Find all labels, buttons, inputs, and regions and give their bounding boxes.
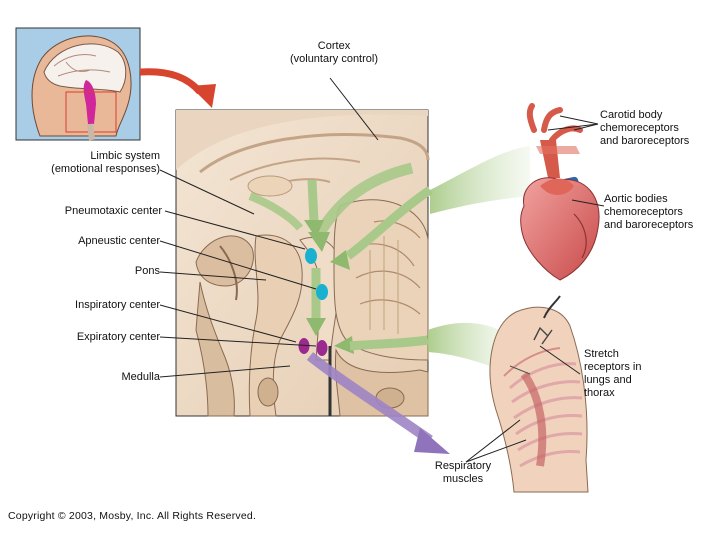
heart-illustration xyxy=(520,103,600,281)
respiratory-muscles-label: Respiratory muscles xyxy=(434,460,492,485)
expiratory-center-marker xyxy=(316,340,328,356)
expiratory-center-label: Expiratory center xyxy=(76,331,160,343)
locator-arrowhead xyxy=(190,84,216,108)
limbic-system-label: Limbic system (emotional responses) xyxy=(51,150,160,175)
medulla-label: Medulla xyxy=(121,371,160,383)
copyright-notice: Copyright © 2003, Mosby, Inc. All Rights… xyxy=(8,510,257,522)
pneumotaxic-center-marker xyxy=(305,248,317,264)
inspiratory-center-marker xyxy=(298,338,310,354)
aortic-bodies-label: Aortic bodies chemoreceptors and barorec… xyxy=(604,193,694,231)
thorax-illustration xyxy=(489,295,589,493)
leader-lines xyxy=(159,77,605,463)
inspiratory-center-label: Inspiratory center xyxy=(75,299,160,311)
output-arrow xyxy=(306,352,433,445)
output-arrowhead xyxy=(414,428,450,454)
apneustic-center-label: Apneustic center xyxy=(78,235,160,247)
apneustic-center-marker xyxy=(316,284,328,300)
brainstem-cross-section xyxy=(175,109,430,417)
stretch-receptors-label: Stretch receptors in lungs and thorax xyxy=(584,348,642,399)
locator-arrow xyxy=(139,68,203,95)
carotid-body-label: Carotid body chemoreceptors and barorece… xyxy=(600,109,690,147)
input-arrows xyxy=(248,146,530,372)
pneumotaxic-center-label: Pneumotaxic center xyxy=(64,205,162,217)
pons-label: Pons xyxy=(134,265,160,277)
cortex-label: Cortex (voluntary control) xyxy=(289,40,379,65)
head-locator-inset xyxy=(15,27,141,141)
